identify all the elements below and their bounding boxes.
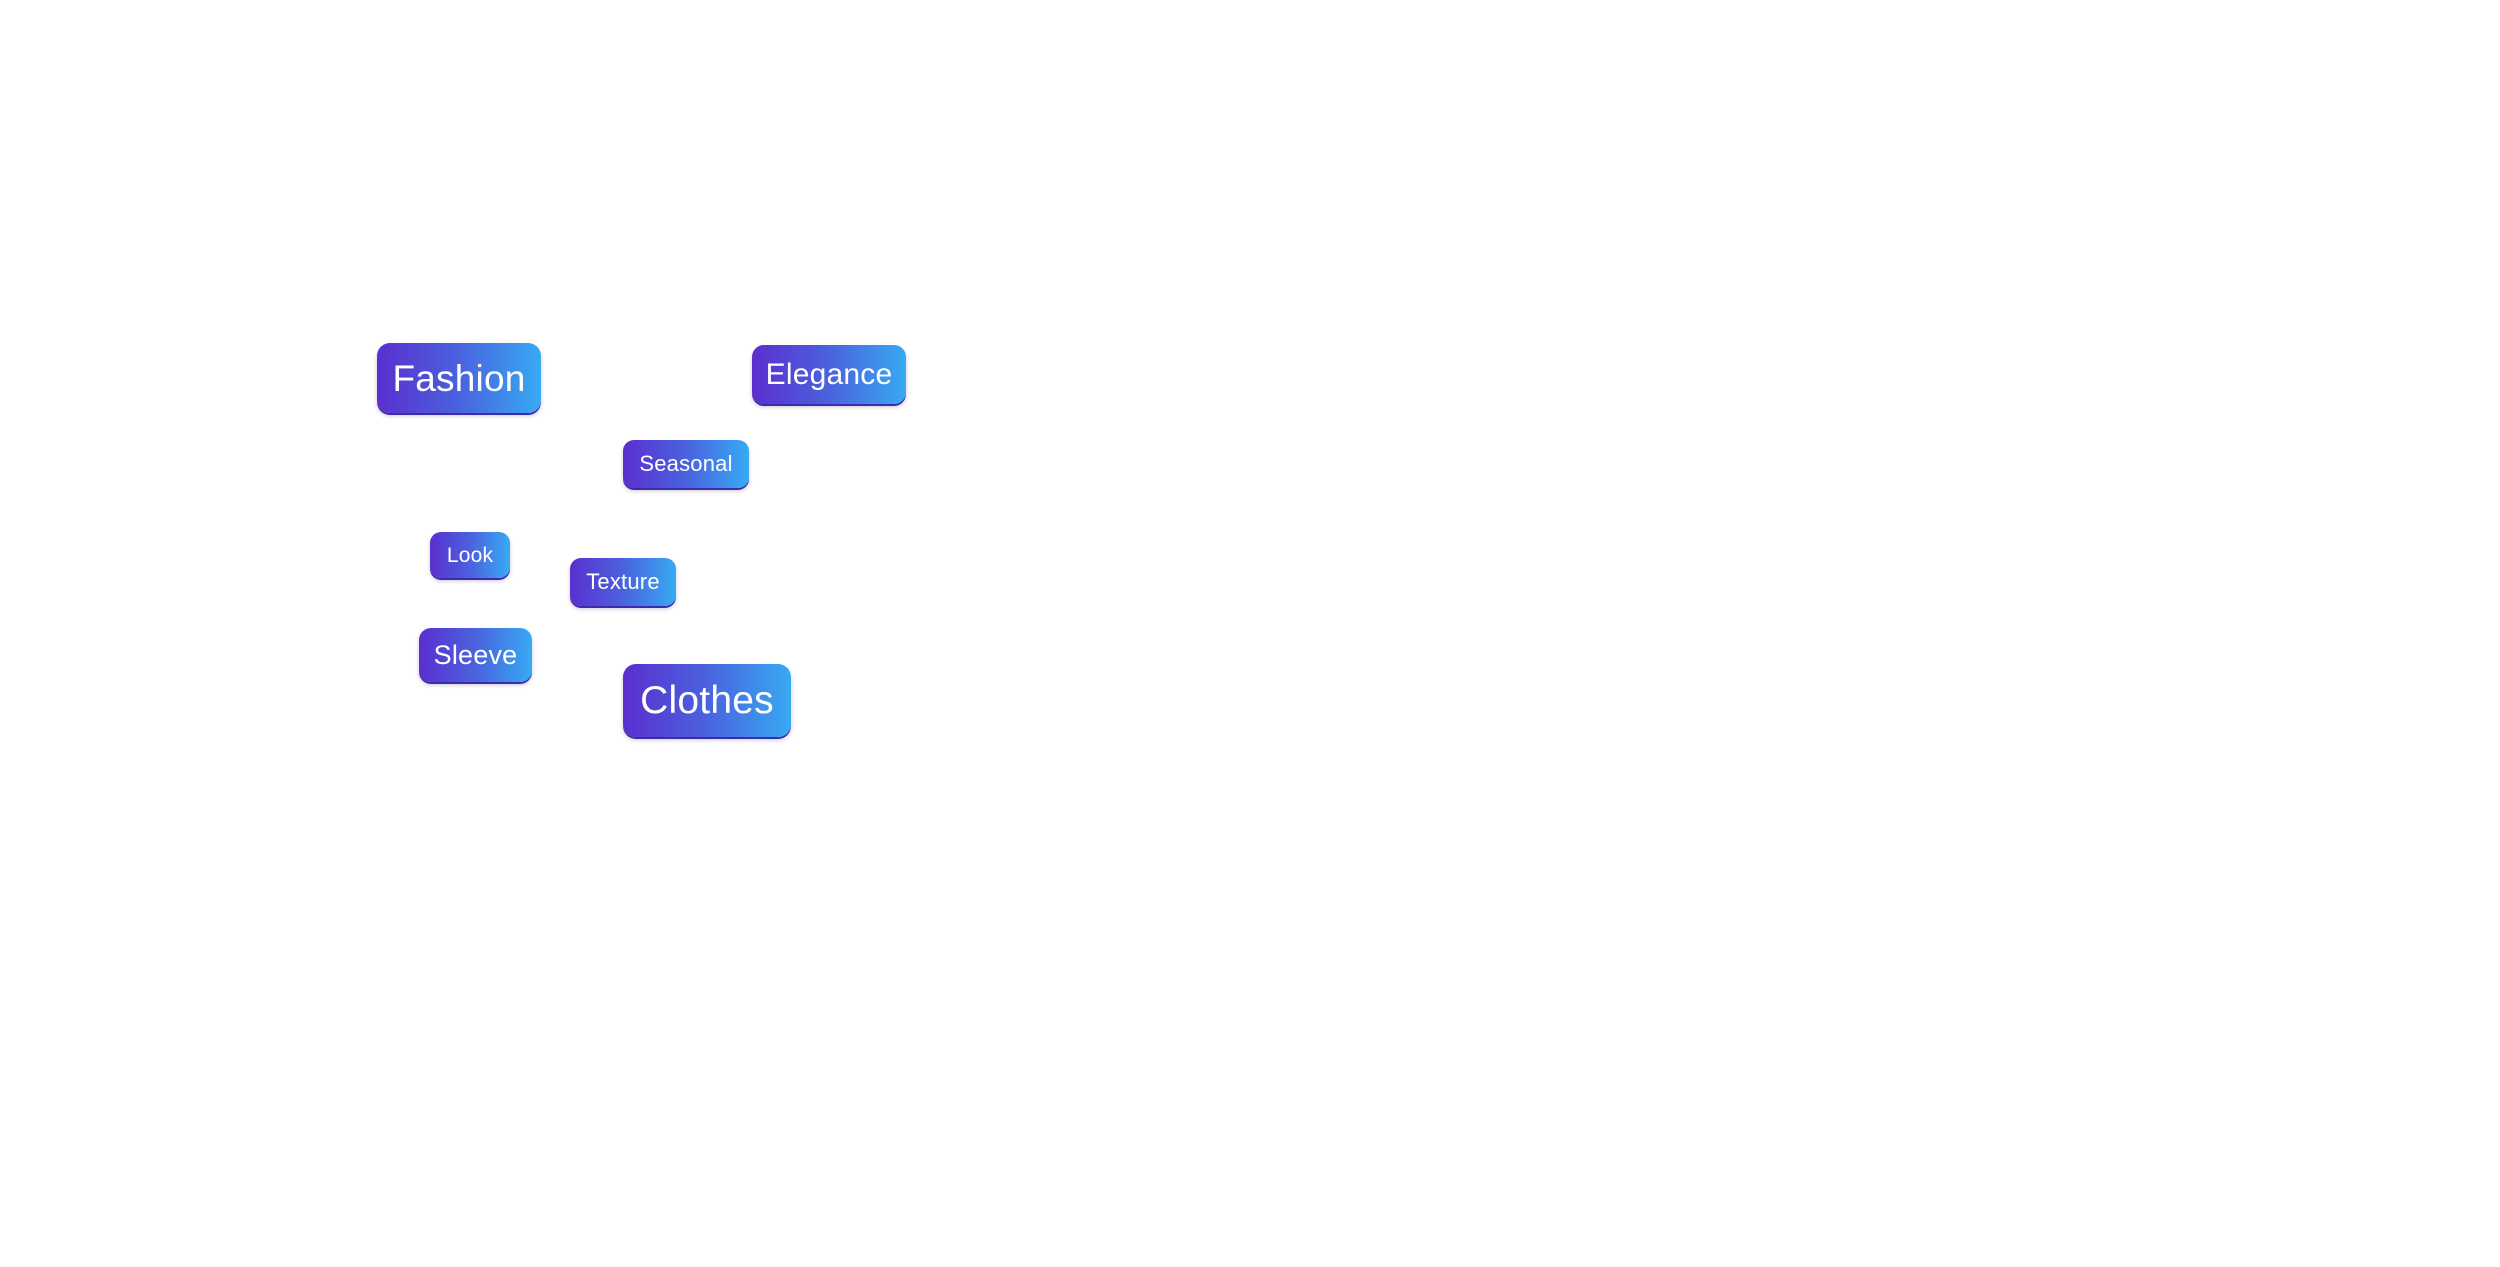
tag-seasonal[interactable]: Seasonal	[623, 440, 749, 488]
tag-fashion[interactable]: Fashion	[377, 343, 541, 413]
tag-label: Texture	[586, 569, 660, 594]
tag-label: Seasonal	[639, 451, 733, 476]
tag-label: Sleeve	[433, 639, 518, 670]
tag-label: Look	[446, 543, 494, 567]
tag-clothes[interactable]: Clothes	[623, 664, 791, 737]
tag-label: Clothes	[640, 679, 774, 722]
tag-texture[interactable]: Texture	[570, 558, 676, 606]
tag-label: Fashion	[392, 357, 526, 399]
tag-elegance[interactable]: Elegance	[752, 345, 906, 404]
tag-sleeve[interactable]: Sleeve	[419, 628, 532, 682]
tag-look[interactable]: Look	[430, 532, 510, 578]
tag-label: Elegance	[765, 357, 893, 391]
